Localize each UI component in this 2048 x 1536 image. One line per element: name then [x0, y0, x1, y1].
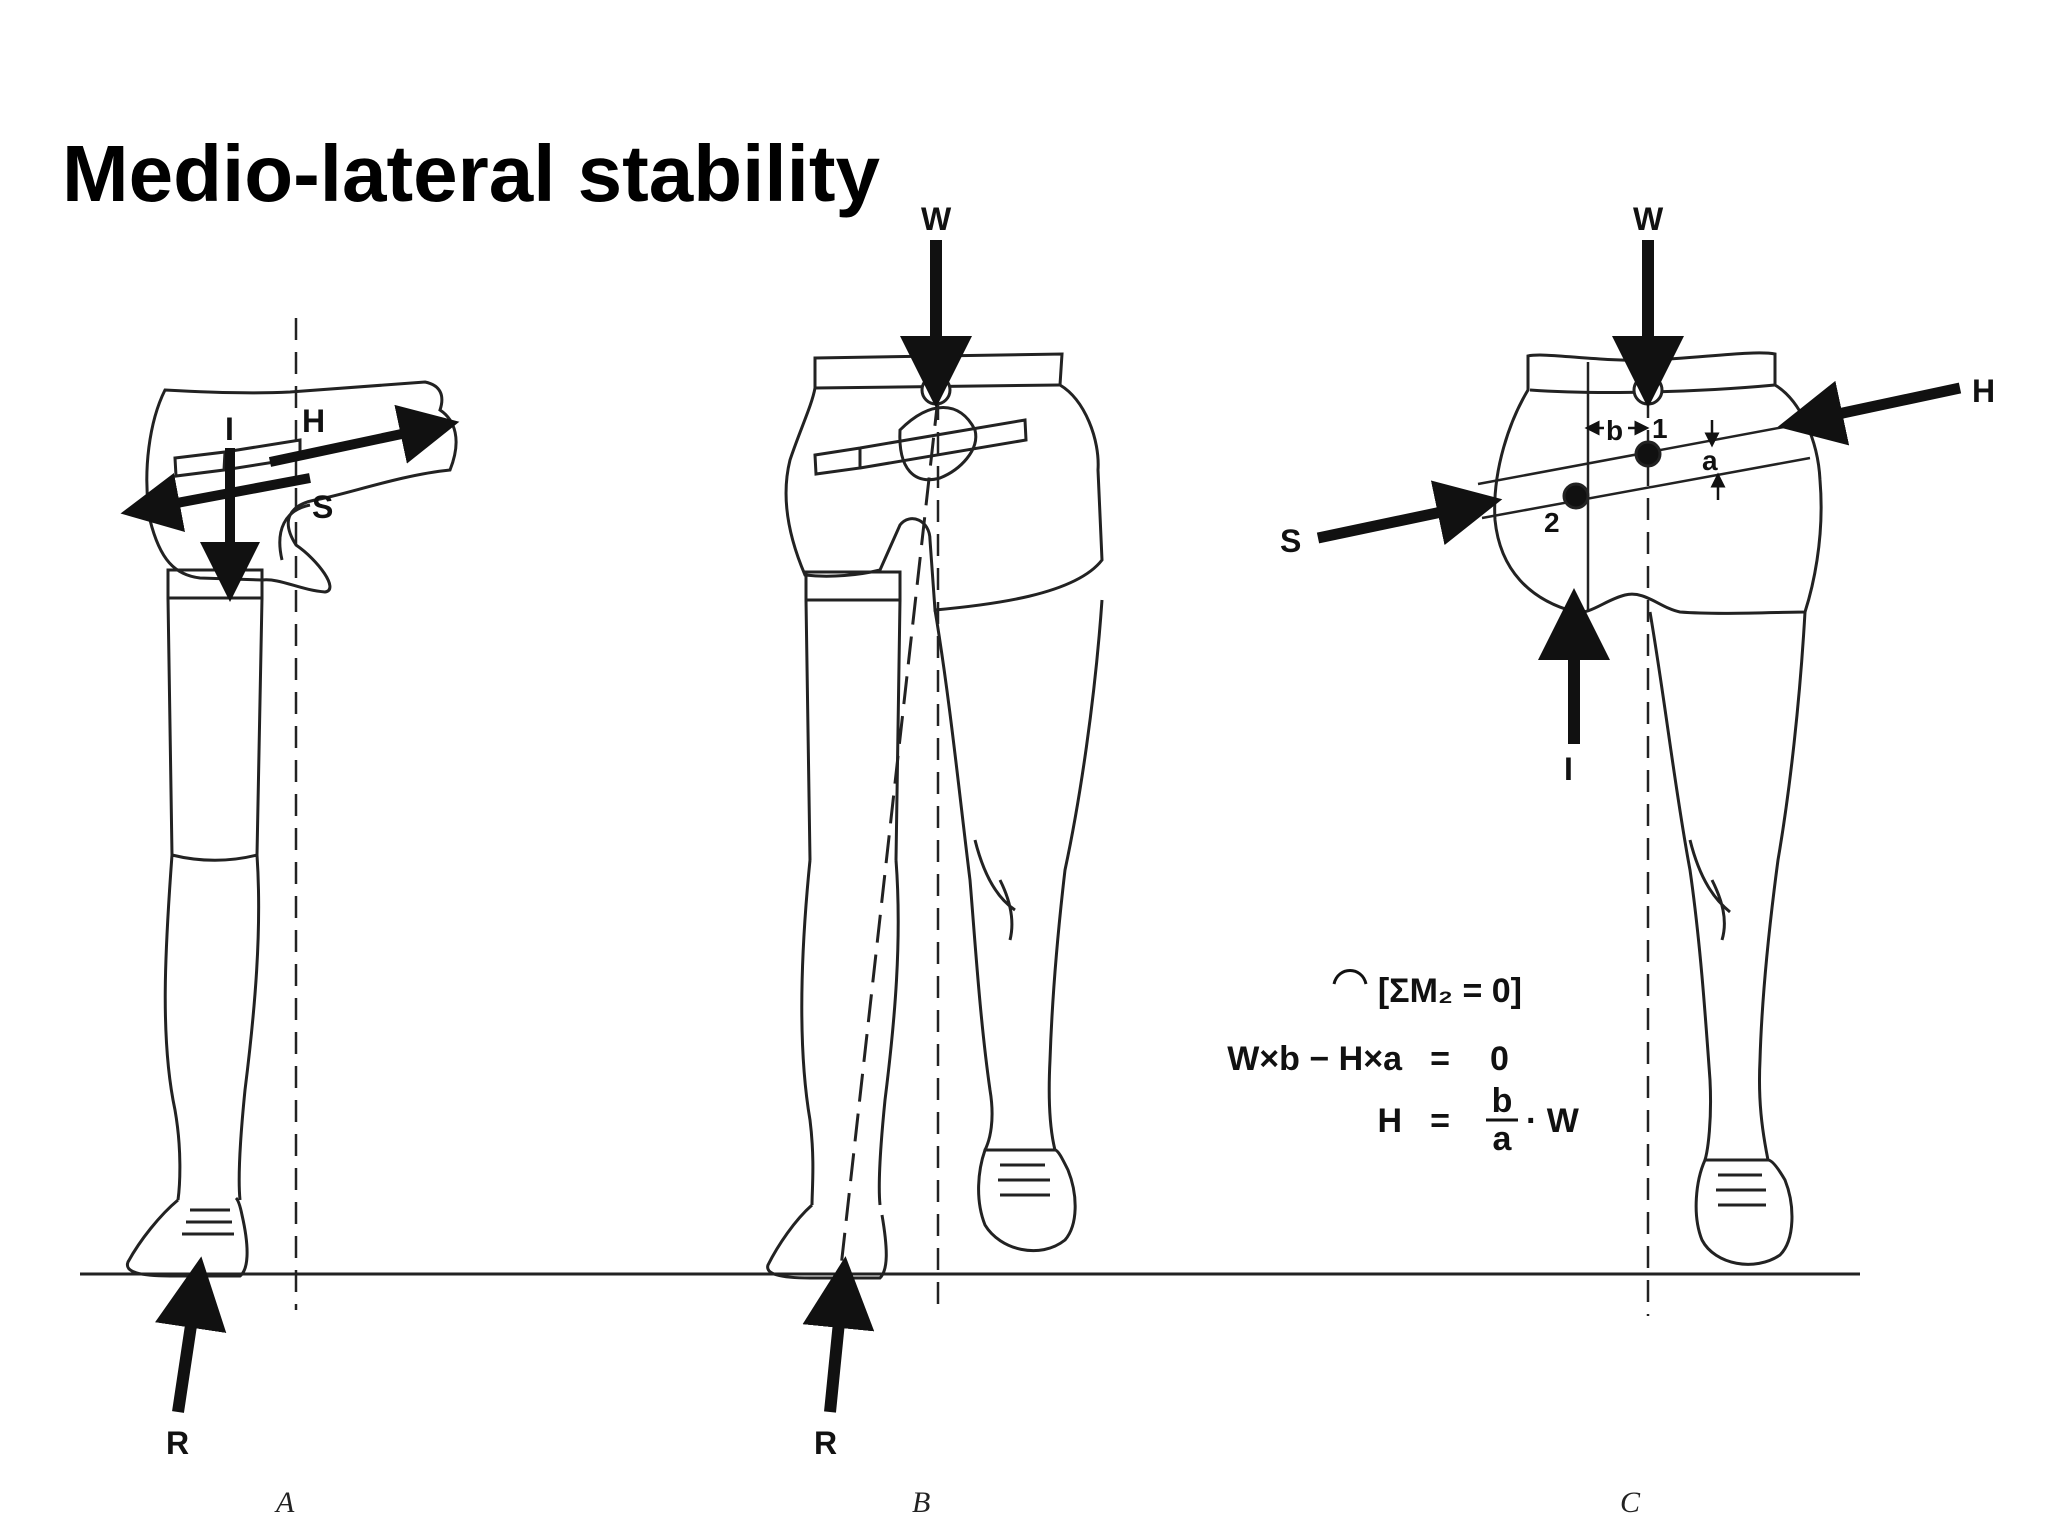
figure-b	[766, 352, 1104, 1316]
figure-a-label-h: H	[302, 403, 325, 439]
figure-c-center-of-mass	[1632, 374, 1664, 406]
figure-b-caption: B	[912, 1486, 930, 1519]
figure-c-force-s-arrow	[1316, 480, 1503, 546]
figure-c-label-w: W	[1633, 201, 1664, 237]
figure-b-lower-leg	[800, 859, 900, 1206]
figure-c-sound-leg	[1648, 611, 1807, 1161]
figure-a-label-s: S	[312, 489, 333, 525]
figure-c-label-b: b	[1606, 415, 1623, 446]
figure-b-center-of-mass	[920, 374, 952, 406]
figure-b-pelvis	[784, 352, 1104, 612]
equation-2-rhs: 0	[1490, 1040, 1509, 1078]
equation-moment-sum: [ΣM₂ = 0]	[1378, 972, 1522, 1010]
equation-3-numerator: b	[1492, 1082, 1513, 1120]
figure-c-point-2	[1562, 482, 1590, 510]
figure-a	[125, 318, 458, 1310]
figure-a-label-i: I	[225, 411, 234, 447]
moment-arc-icon	[1332, 969, 1368, 985]
figure-c-point-1	[1634, 440, 1662, 468]
figure-b-label-w: W	[921, 201, 952, 237]
slide-title: Medio-lateral stability	[62, 129, 880, 218]
figure-c-label-a: a	[1702, 445, 1718, 476]
figure-c-line-lower	[1481, 456, 1811, 520]
figure-b-load-line	[838, 397, 940, 1277]
figure-c-label-s: S	[1280, 523, 1301, 559]
figure-c	[1477, 351, 1823, 1316]
figure-a-force-r-arrow	[155, 1256, 227, 1413]
figure-b-label-r: R	[814, 1425, 837, 1461]
figure-c-label-point-1: 1	[1652, 413, 1668, 444]
equation-3-denominator: a	[1493, 1120, 1513, 1158]
figure-b-forces	[802, 240, 972, 1413]
equation-3-lhs: H	[1377, 1102, 1402, 1140]
figure-a-forces	[120, 404, 460, 1413]
figure-c-label-point-2: 2	[1544, 507, 1560, 538]
equation-2-lhs: W×b − H×a	[1227, 1040, 1403, 1078]
figure-b-pylon	[804, 599, 902, 861]
figure-b-force-r-arrow	[802, 1256, 875, 1413]
figure-a-caption: A	[274, 1486, 295, 1519]
figure-c-label-i: I	[1564, 751, 1573, 787]
figure-b-sound-leg	[933, 599, 1104, 1151]
equation-3-tail: · W	[1526, 1102, 1580, 1140]
figure-a-force-h-arrow	[268, 404, 460, 467]
figure-c-forces	[1316, 240, 1962, 744]
figure-c-sound-shoe	[1694, 1158, 1794, 1266]
figure-b-belt	[813, 418, 1028, 476]
figure-a-lower-leg	[163, 853, 261, 1201]
figure-a-pelvis	[145, 380, 458, 594]
figure-c-force-h-arrow	[1777, 380, 1962, 446]
equation-3-equals: =	[1430, 1102, 1450, 1140]
equilibrium-equations: [ΣM₂ = 0] W×b − H×a = 0 H = b a · W	[1227, 969, 1580, 1158]
figure-c-label-h: H	[1972, 373, 1995, 409]
figure-b-sound-shoe	[977, 1148, 1077, 1253]
figure-b-shoe	[766, 1203, 888, 1280]
figure-a-force-s-arrow	[120, 472, 311, 532]
figure-c-pelvis	[1493, 351, 1823, 615]
equation-2-equals: =	[1430, 1040, 1450, 1078]
figure-a-belt	[173, 438, 302, 478]
figure-a-label-r: R	[166, 1425, 189, 1461]
figure-a-pylon	[166, 597, 264, 856]
figure-c-caption: C	[1620, 1486, 1641, 1519]
